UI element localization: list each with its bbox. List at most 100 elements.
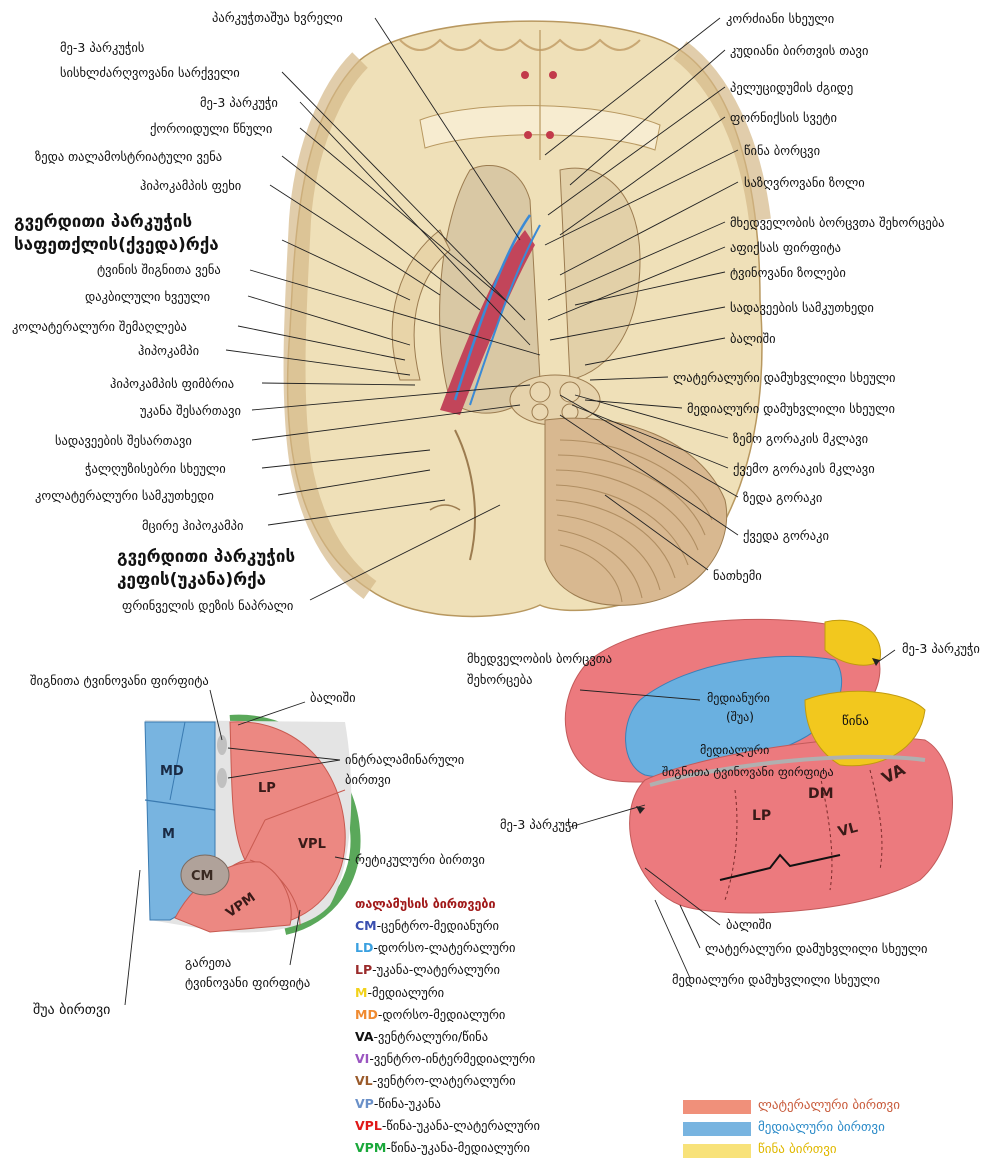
label-occipital-horn-1: გვერდითი პარკუჭის [117,547,295,567]
label-intralaminar-2: ბირთვი [345,772,391,787]
label-section-pulvinar: ბალიში [310,690,356,705]
thalamus-cross-section: MD M CM LP VPL VPM [145,720,356,933]
label-fornix-column: ფორნიქსის სვეტი [730,110,837,125]
nuclei-abbr: VA [355,1029,374,1044]
label-temporal-horn-2: საფეთქლის(ქვედა)რქა [14,235,219,255]
nuclei-abbr: VI [355,1051,369,1066]
label-medial-geniculate: მედიალური დამუხვლილი სხეული [687,401,895,416]
label-thalamostriate-vein: ზედა თალამოსტრიატული ვენა [35,149,222,164]
label-3d-third-ventricle-top: მე-3 პარკუჭი [902,641,980,656]
label-calcarine-sulcus: ფრინველის დეზის ნაპრალი [122,598,293,613]
legend-swatch [683,1144,751,1158]
thal3d-DM: DM [808,786,834,802]
nuclei-abbr: M [355,985,367,1000]
label-collateral-triangle: კოლატერალური სამკუთხედი [35,488,214,503]
label-cerebellum: ნათხემი [713,568,762,583]
label-3d-anterior: წინა [842,714,869,729]
nuclei-desc: -ცენტრო-მედიანური [377,918,499,933]
label-3d-lateral-geniculate: ლატერალური დამუხვლილი სხეული [705,941,928,956]
region-CM: CM [191,869,213,884]
label-reticular-nucleus: რეტიკულური ბირთვი [355,852,485,867]
label-inferior-colliculus: ქვედა გორაკი [743,528,829,543]
nuclei-legend-item: MD-დორსო-მედიალური [355,1007,505,1022]
thal3d-LP: LP [752,808,771,824]
legend-label: მედიალური ბირთვი [758,1120,885,1135]
nuclei-legend-item: VPL-წინა-უკანა-ლატერალური [355,1118,540,1133]
legend-swatch [683,1100,751,1114]
label-choroid-plexus: ქოროიდული წნული [150,121,272,136]
label-septum-pellucidum: პელუციდუმის ძგიდე [730,80,853,95]
nuclei-legend-item: VI-ვენტრო-ინტერმედიალური [355,1051,535,1066]
label-3d-adhesion-1: მხედველობის ბორცვთა [467,651,612,666]
legend-swatch [683,1122,751,1136]
region-VPL: VPL [298,837,326,852]
nuclei-abbr: CM [355,918,377,933]
label-caudate-head: კუდიანი ბირთვის თავი [730,43,868,58]
label-3d-medial-geniculate: მედიალური დამუხვლილი სხეული [672,972,880,987]
label-lateral-geniculate: ლატერალური დამუხვლილი სხეული [673,370,896,385]
label-third-ventricle-roof-1: მე-3 პარკუჭის [60,40,144,55]
nuclei-legend-item: VL-ვენტრო-ლატერალური [355,1073,516,1088]
label-striae-medullares: ტვინოვანი ზოლები [730,265,846,280]
label-interthalamic-adhesion: მხედველობის ბორცვთა შეხორცება [730,215,945,230]
nuclei-desc: -დორსო-ლატერალური [373,940,515,955]
nuclei-abbr: VPM [355,1140,386,1155]
label-intralaminar-1: ინტრალამინარული [345,752,464,767]
nuclei-legend-item: LP-უკანა-ლატერალური [355,962,500,977]
label-occipital-horn-2: კეფის(უკანა)რქა [117,570,266,590]
label-superior-colliculus: ზედა გორაკი [743,490,822,505]
label-3d-adhesion-2: შეხორცება [467,672,532,687]
label-3d-third-ventricle-left: მე-3 პარკუჭი [500,817,578,832]
nuclei-desc: -დორსო-მედიალური [378,1007,506,1022]
label-external-lamina-1: გარეთა [185,955,231,970]
label-3d-median-1: მედიანური [707,691,770,706]
label-fimbria: ჰიპოკამპის ფიმბრია [110,376,234,391]
region-LP: LP [258,781,276,796]
label-external-lamina-2: ტვინოვანი ფირფიტა [185,975,310,990]
nuclei-legend-item: VA-ვენტრალური/წინა [355,1029,488,1044]
label-corpus-callosum: კორძიანი სხეული [726,11,834,26]
nuclei-desc: -წინა-უკანა-მედიალური [386,1140,530,1155]
label-midline-nucleus: შუა ბირთვი [33,1003,110,1018]
label-interventricular-foramen: პარკუჭთაშუა ხვრელი [212,10,343,25]
label-internal-medullary-lamina: შიგნითა ტვინოვანი ფირფიტა [30,673,209,688]
nuclei-abbr: VL [355,1073,373,1088]
nuclei-desc: -წინა-უკანა-ლატერალური [382,1118,540,1133]
label-pineal-body: ჭალღუზისებრი სხეული [85,461,226,476]
label-3d-median-2: (შუა) [726,710,754,725]
nuclei-abbr: LD [355,940,373,955]
label-habenular-trigone: სადავეების სამკუთხედი [730,300,874,315]
nuclei-desc: -წინა-უკანა [374,1096,441,1111]
brain-dissection [288,21,762,616]
label-anterior-tubercle: წინა ბორცვი [744,143,820,158]
label-lamina-affixa: აფიქსას ფირფიტა [730,240,841,255]
label-hippocampus-pes: ჰიპოკამპის ფეხი [140,178,241,193]
label-dentate-gyrus: დაკბილული ხვეული [85,289,210,304]
label-hippocampus: ჰიპოკამპი [138,343,199,358]
nuclei-legend-item: VP-წინა-უკანა [355,1096,441,1111]
nuclei-legend-item: VPM-წინა-უკანა-მედიალური [355,1140,530,1155]
label-3d-pulvinar: ბალიში [726,917,772,932]
label-superior-brachium: ზემო გორაკის მკლავი [733,431,868,446]
nuclei-legend-item: CM-ცენტრო-მედიანური [355,918,499,933]
region-M: M [162,827,175,842]
nuclei-legend-title: თალამუსის ბირთვები [355,896,496,911]
nuclei-abbr: MD [355,1007,378,1022]
label-pulvinar: ბალიში [730,331,776,346]
label-collateral-eminence: კოლატერალური შემაღლება [12,319,187,334]
nuclei-abbr: VPL [355,1118,382,1133]
nuclei-legend-item: LD-დორსო-ლატერალური [355,940,515,955]
label-temporal-horn-1: გვერდითი პარკუჭის [14,212,192,232]
region-MD: MD [160,764,184,779]
nuclei-desc: -ვენტრო-ლატერალური [373,1073,516,1088]
label-internal-cerebral-vein: ტვინის შიგნითა ვენა [97,262,221,277]
label-habenular-commissure: სადავეების შესართავი [55,433,192,448]
nuclei-desc: -უკანა-ლატერალური [372,962,500,977]
legend-label: წინა ბირთვი [758,1142,837,1157]
nuclei-legend-item: M-მედიალური [355,985,444,1000]
legend-label: ლატერალური ბირთვი [758,1098,900,1113]
nuclei-abbr: LP [355,962,372,977]
label-3d-medial: მედიალური [700,743,769,758]
label-3d-internal-lamina: შიგნითა ტვინოვანი ფირფიტა [662,765,834,780]
label-stria-terminalis: საზღვროვანი ზოლი [744,175,865,190]
